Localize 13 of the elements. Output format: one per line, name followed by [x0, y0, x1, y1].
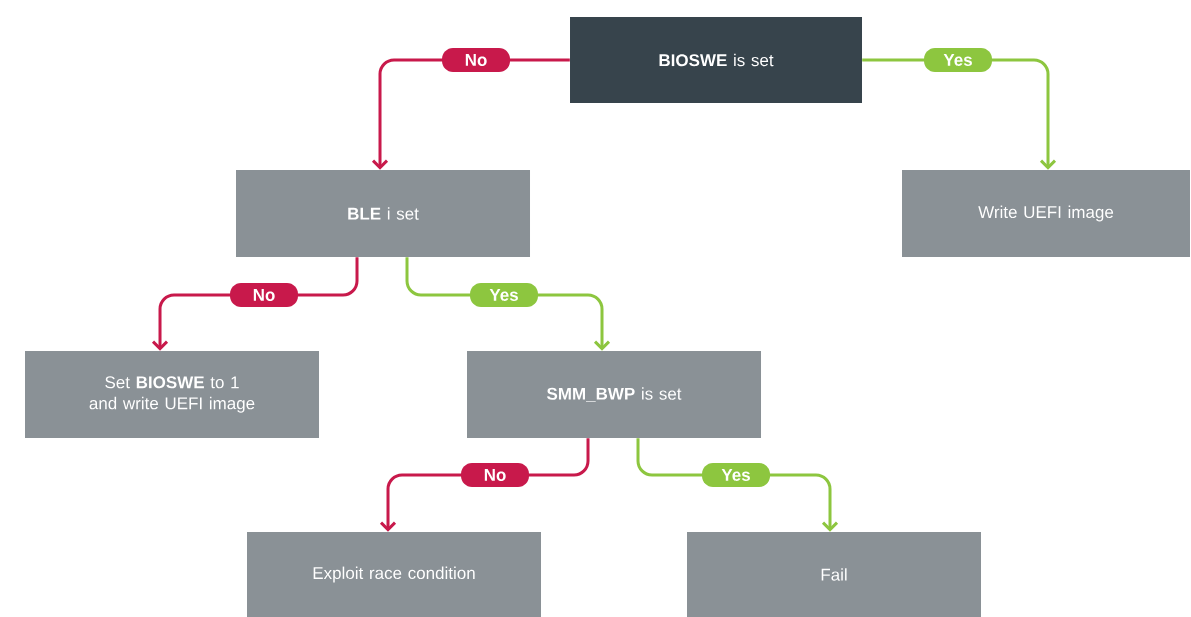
process-box: SMM_BWP is set [467, 351, 761, 438]
edge-label: Yes [470, 283, 538, 307]
process-box: Set BIOSWE to 1 and write UEFI image [25, 351, 319, 438]
edge-label: No [461, 463, 529, 487]
process-box: BIOSWE is set [570, 17, 862, 103]
edge-label: No [442, 48, 510, 72]
process-box: Exploit race condition [247, 532, 541, 617]
process-box: BLE i set [236, 170, 530, 257]
edge-label: Yes [702, 463, 770, 487]
edge-label: Yes [924, 48, 992, 72]
process-box: Fail [687, 532, 981, 617]
edge-label: No [230, 283, 298, 307]
process-box: Write UEFI image [902, 170, 1190, 257]
